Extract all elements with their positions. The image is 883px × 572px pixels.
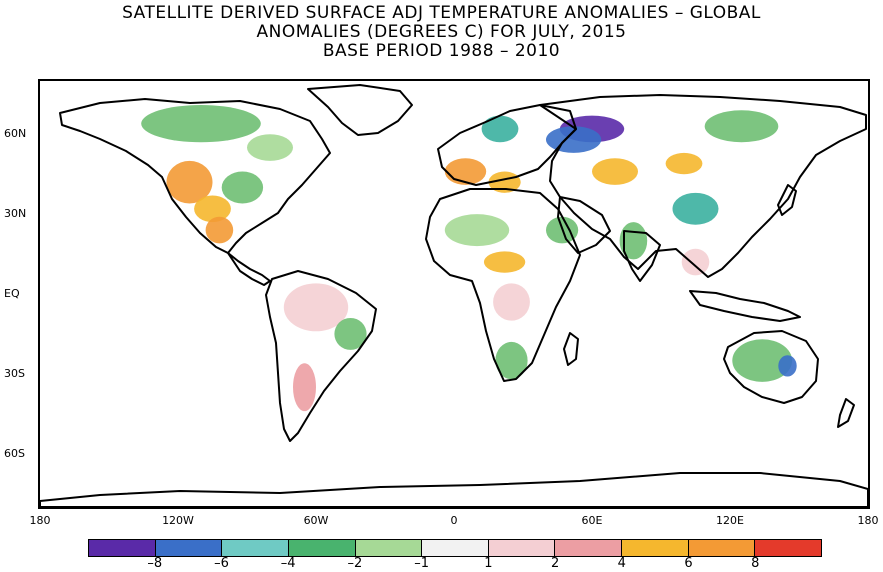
legend-swatch [355, 540, 423, 556]
lon-tick-label: 0 [450, 514, 458, 527]
madagascar-outline [563, 332, 579, 366]
legend-tick-label: –8 [147, 556, 163, 571]
lat-tick-label: 60N [4, 127, 27, 141]
north-america-outline [59, 98, 331, 254]
title-line-3: BASE PERIOD 1988 – 2010 [322, 41, 561, 61]
anomaly-region-central-us [221, 171, 264, 204]
antarctica-outline [40, 472, 868, 507]
anomaly-region-argentina [293, 363, 316, 412]
anomaly-region-west-europe [444, 158, 487, 185]
legend-tick-label: –2 [347, 556, 363, 571]
lat-tick-label: EQ [4, 287, 20, 300]
anomaly-region-sahel [483, 251, 526, 273]
legend-swatch [422, 540, 489, 556]
anomaly-region-brazil-east [334, 317, 367, 350]
anomaly-region-northern-canada [141, 104, 261, 143]
south-america-outline [265, 270, 377, 442]
title-line-2: ANOMALIES (DEGREES C) FOR JULY, 2015 [256, 22, 627, 42]
anomaly-region-se-asia [681, 248, 710, 276]
india-outline [623, 230, 661, 282]
lon-tick-label: 60W [303, 514, 329, 527]
anomaly-region-mongolia [665, 152, 703, 175]
legend-tick-label: 8 [751, 556, 760, 571]
land-outlines [40, 84, 868, 507]
legend-swatch [288, 540, 356, 556]
lon-tick-label: 120W [162, 514, 194, 527]
legend-swatch [555, 540, 623, 556]
legend-swatch [222, 540, 289, 556]
lat-tick-label: 30N [4, 207, 27, 221]
world-map [40, 84, 868, 507]
lon-tick-label: 180 [857, 514, 879, 527]
lon-tick-label: 180 [29, 514, 51, 527]
legend-swatch [755, 540, 822, 556]
legend-swatch [622, 540, 689, 556]
legend-tick-label: –6 [214, 556, 229, 571]
anomaly-region-scandinavia [481, 115, 519, 143]
anomaly-region-hudson-bay [247, 134, 293, 161]
legend-tick-label: 6 [684, 556, 693, 571]
anomaly-region-kazakhstan [592, 158, 638, 185]
legend-tick-label: 2 [550, 556, 560, 571]
anomaly-region-amazon [283, 283, 349, 332]
legend-swatch [488, 540, 556, 556]
japan-outline [777, 184, 797, 216]
australia-outline [723, 330, 819, 404]
lat-tick-label: 30S [4, 366, 25, 380]
anomaly-region-southwest-us [194, 195, 231, 223]
anomaly-region-sahara [444, 214, 510, 247]
anomaly-layer [141, 104, 797, 412]
anomaly-region-siberia-east [704, 110, 779, 143]
arabia-outline [557, 196, 611, 254]
greenland-outline [307, 84, 413, 136]
new-zealand-outline [837, 398, 855, 428]
title-line-1: SATELLITE DERIVED SURFACE ADJ TEMPERATUR… [122, 3, 761, 23]
anomaly-region-australia [732, 339, 793, 382]
legend-swatch [155, 540, 223, 556]
map-title: SATELLITE DERIVED SURFACE ADJ TEMPERATUR… [0, 4, 883, 61]
legend-tick-label: –1 [414, 556, 430, 571]
africa-outline [425, 188, 581, 382]
legend-tick-label: 4 [617, 556, 626, 571]
anomaly-region-western-us [166, 160, 213, 204]
lon-tick-label: 120E [716, 514, 744, 527]
anomaly-region-southern-africa [495, 341, 528, 380]
lon-tick-label: 60E [581, 514, 603, 527]
legend-tick-label: 1 [484, 556, 493, 571]
map-frame [38, 79, 870, 509]
legend-swatch [89, 540, 156, 556]
lat-tick-label: 60S [4, 446, 25, 460]
anomaly-region-mexico [205, 216, 234, 244]
central-america-outline [227, 252, 271, 286]
anomaly-region-china [672, 192, 719, 225]
indonesia-outline [689, 290, 801, 322]
legend-tick-label: –4 [280, 556, 296, 571]
color-legend [88, 539, 822, 557]
europe-outline [437, 104, 577, 186]
legend-swatch [688, 540, 756, 556]
anomaly-region-australia-east [778, 355, 797, 377]
anomaly-region-central-africa [493, 283, 530, 321]
